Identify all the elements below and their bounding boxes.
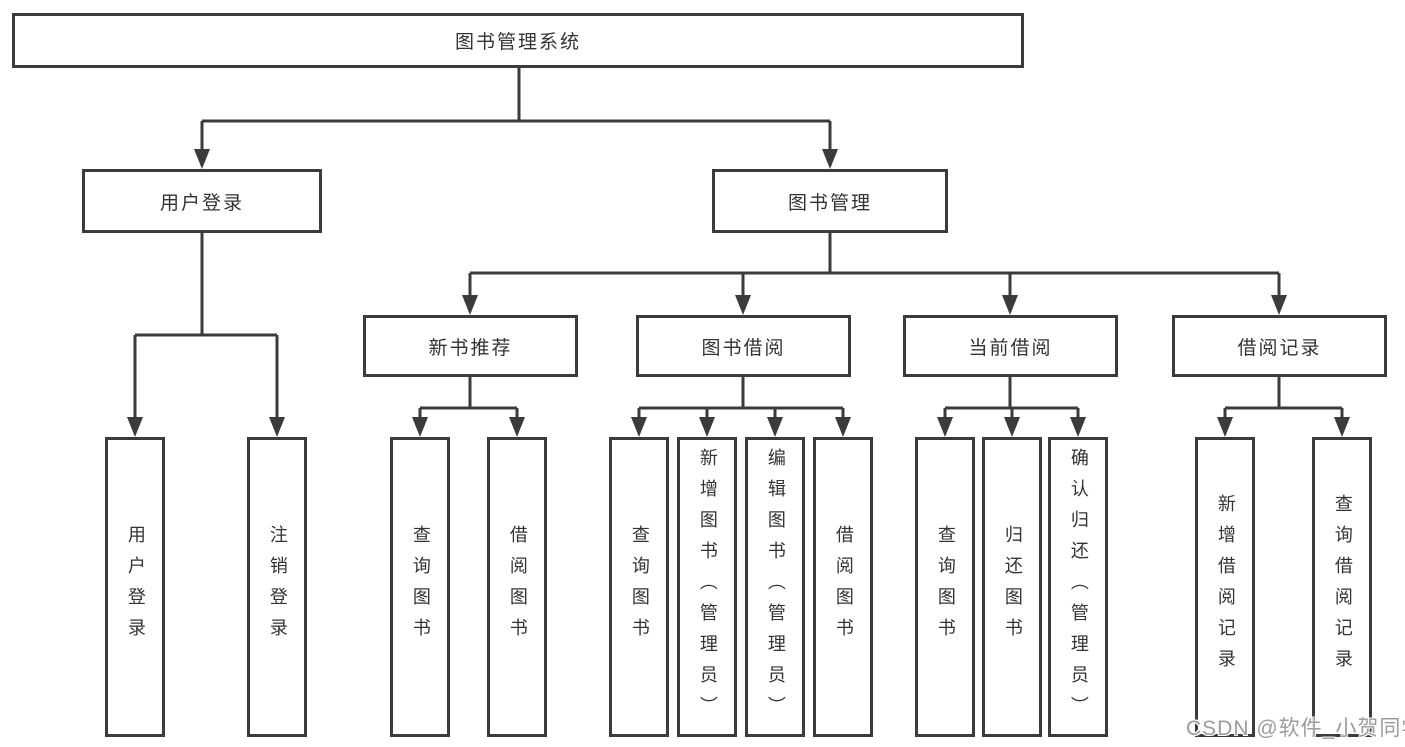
node-leaf-query-books-recommend: 查询图书: [390, 437, 450, 737]
node-leaf-add-books-admin: 新增图书（管理员）: [677, 437, 737, 737]
node-book-borrowing: 图书借阅: [636, 315, 851, 377]
node-leaf-query-borrow-record: 查询借阅记录: [1312, 437, 1372, 737]
node-user-login-branch: 用户登录: [82, 169, 322, 233]
node-book-management-branch: 图书管理: [712, 169, 948, 233]
node-leaf-logout: 注销登录: [247, 437, 307, 737]
node-current-borrowing: 当前借阅: [903, 315, 1118, 377]
node-leaf-user-login: 用户登录: [105, 437, 165, 737]
csdn-watermark: CSDN @软件_小贺同学: [1186, 717, 1405, 740]
node-leaf-query-books-borrowing: 查询图书: [609, 437, 669, 737]
node-leaf-borrow-books: 借阅图书: [813, 437, 873, 737]
node-borrowing-records: 借阅记录: [1172, 315, 1387, 377]
node-leaf-query-books-current: 查询图书: [915, 437, 975, 737]
node-leaf-borrow-books-recommend: 借阅图书: [487, 437, 547, 737]
node-leaf-return-books: 归还图书: [982, 437, 1042, 737]
node-new-book-recommend: 新书推荐: [363, 315, 578, 377]
node-leaf-edit-books-admin: 编辑图书（管理员）: [745, 437, 805, 737]
node-leaf-add-borrow-record: 新增借阅记录: [1195, 437, 1255, 737]
node-leaf-confirm-return-admin: 确认归还（管理员）: [1048, 437, 1108, 737]
node-library-management-system: 图书管理系统: [12, 13, 1024, 68]
